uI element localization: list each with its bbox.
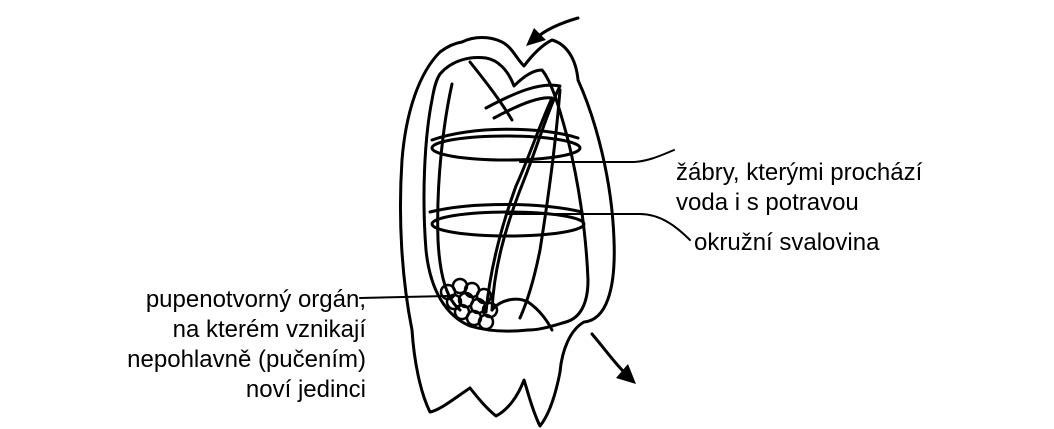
leader-bud-organ — [360, 296, 448, 298]
inflow-arrow — [526, 18, 578, 46]
label-bud-line-3: nepohlavně (pučením) — [127, 345, 366, 375]
label-gills-line-1: žábry, kterými prochází — [676, 158, 922, 188]
label-gills-line-2: voda i s potravou — [676, 188, 922, 218]
label-gills: žábry, kterými prochází voda i s potravo… — [676, 158, 922, 218]
label-bud-organ: pupenotvorný orgán, na kterém vznikají n… — [127, 285, 366, 405]
label-bud-line-1: pupenotvorný orgán, — [127, 285, 366, 315]
outflow-arrow — [592, 334, 636, 384]
label-bud-line-2: na kterém vznikají — [127, 315, 366, 345]
inner-lining — [438, 84, 460, 310]
label-muscle: okružní svalovina — [694, 228, 879, 258]
label-bud-line-4: noví jedinci — [127, 375, 366, 405]
gills-band — [432, 136, 580, 160]
leader-gills — [520, 150, 674, 162]
